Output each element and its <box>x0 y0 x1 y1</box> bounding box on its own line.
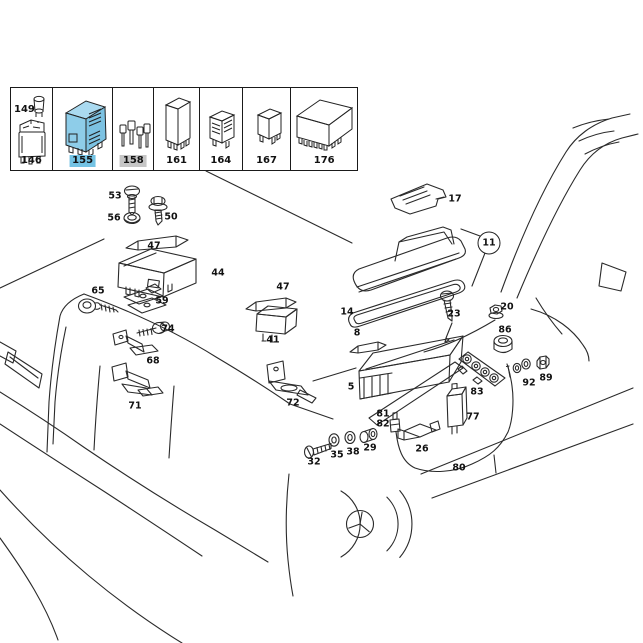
callout-77[interactable]: 77 <box>466 411 480 423</box>
callout-23[interactable]: 23 <box>447 308 461 320</box>
callout-86[interactable]: 86 <box>498 324 512 336</box>
relay-161-icon <box>154 88 200 172</box>
legend-cell-176[interactable]: 176 <box>291 88 357 170</box>
callout-11-circled[interactable]: 11 <box>477 231 501 255</box>
part-number-161[interactable]: 161 <box>166 155 187 166</box>
part-89-nut <box>537 356 549 369</box>
callout-14[interactable]: 14 <box>340 306 354 318</box>
fuse-pins-158-icon <box>113 88 154 172</box>
part-53-screw <box>125 186 140 215</box>
legend-cell-155[interactable]: 155 <box>53 88 114 170</box>
legend-cell-167[interactable]: 167 <box>243 88 292 170</box>
relay-176-icon <box>291 88 357 172</box>
part-41-relay <box>256 306 297 342</box>
callout-41[interactable]: 41 <box>266 334 280 346</box>
part-71-bracket <box>112 363 163 396</box>
part-83-terminal-strip <box>458 352 505 386</box>
callout-35[interactable]: 35 <box>330 449 344 461</box>
part-50-screw <box>149 197 167 226</box>
part-59-bracket <box>124 284 166 313</box>
callout-8[interactable]: 8 <box>353 327 361 339</box>
part-56-nut <box>124 213 140 224</box>
part-23-screw <box>441 291 454 342</box>
part-number-176[interactable]: 176 <box>313 155 335 166</box>
wheel-with-star <box>341 491 412 558</box>
callout-26[interactable]: 26 <box>415 443 429 455</box>
part-65-screw <box>79 299 119 313</box>
callout-89[interactable]: 89 <box>539 372 553 384</box>
part-68-bracket <box>113 330 158 355</box>
part-86-grommet <box>494 336 512 353</box>
callout-74[interactable]: 74 <box>161 323 175 335</box>
callout-72[interactable]: 72 <box>286 397 300 409</box>
callout-92[interactable]: 92 <box>522 377 536 389</box>
car-body-outline <box>0 239 633 643</box>
legend-cell-158[interactable]: 158 <box>113 88 155 172</box>
part-81-82-connector <box>390 413 400 433</box>
part-29-spacer <box>360 429 377 443</box>
part-number-164[interactable]: 164 <box>210 155 232 166</box>
relay-155-icon-selected <box>53 88 114 172</box>
callout-59[interactable]: 59 <box>155 295 169 307</box>
callout-47-upper[interactable]: 47 <box>147 240 161 252</box>
legend-cell-164[interactable]: 164 <box>200 88 243 170</box>
part-74-bolt <box>137 322 170 336</box>
legend-cell-146[interactable]: 149 146 <box>11 88 53 170</box>
callout-29[interactable]: 29 <box>363 442 377 454</box>
part-38-washer <box>345 432 355 444</box>
part-11-cover-lid <box>353 227 485 292</box>
callout-50[interactable]: 50 <box>164 211 178 223</box>
part-47-fuse-lower <box>246 298 296 311</box>
part-77-relay <box>447 384 467 435</box>
callout-53[interactable]: 53 <box>108 190 122 202</box>
part-number-146[interactable]: 146 <box>20 155 42 166</box>
relay-167-icon <box>243 88 292 172</box>
callout-65[interactable]: 65 <box>91 285 105 297</box>
callout-82[interactable]: 82 <box>376 418 390 430</box>
callout-81[interactable]: 81 <box>376 408 390 420</box>
callout-5[interactable]: 5 <box>347 381 355 393</box>
legend-leader-line <box>206 171 352 243</box>
part-14-gasket <box>349 280 465 327</box>
callout-17[interactable]: 17 <box>448 193 462 205</box>
part-35-washer <box>329 434 339 446</box>
callout-56[interactable]: 56 <box>107 212 121 224</box>
part-8-fuse <box>350 342 386 353</box>
part-5-fuse-box <box>359 336 463 425</box>
part-72-bracket <box>267 361 316 403</box>
callout-83[interactable]: 83 <box>470 386 484 398</box>
callout-71[interactable]: 71 <box>128 400 142 412</box>
part-44-relay <box>118 249 196 297</box>
callout-20[interactable]: 20 <box>500 301 514 313</box>
part-number-167[interactable]: 167 <box>256 155 277 166</box>
leader-72-to-box <box>313 368 356 381</box>
part-number-155-selected[interactable]: 155 <box>69 155 97 167</box>
part-32-screw <box>305 444 332 459</box>
parts-legend-strip: 149 146 155 <box>10 87 358 171</box>
part-20-nut <box>424 305 503 352</box>
part-47-fuse-upper <box>126 236 188 250</box>
relay-164-icon <box>200 88 243 172</box>
callout-47-lower[interactable]: 47 <box>276 281 290 293</box>
a-pillar-outline <box>501 114 638 361</box>
part-26-bracket <box>398 421 440 440</box>
callout-38[interactable]: 38 <box>346 446 360 458</box>
callout-32[interactable]: 32 <box>307 456 321 468</box>
relay-146-icon <box>11 88 53 172</box>
part-80-cable <box>396 364 513 471</box>
part-17-cover <box>391 184 446 214</box>
callout-80[interactable]: 80 <box>452 462 466 474</box>
legend-cell-161[interactable]: 161 <box>154 88 200 170</box>
part-number-149[interactable]: 149 <box>14 104 35 115</box>
callout-44[interactable]: 44 <box>211 267 225 279</box>
part-number-158-muted[interactable]: 158 <box>119 155 147 167</box>
callout-68[interactable]: 68 <box>146 355 160 367</box>
